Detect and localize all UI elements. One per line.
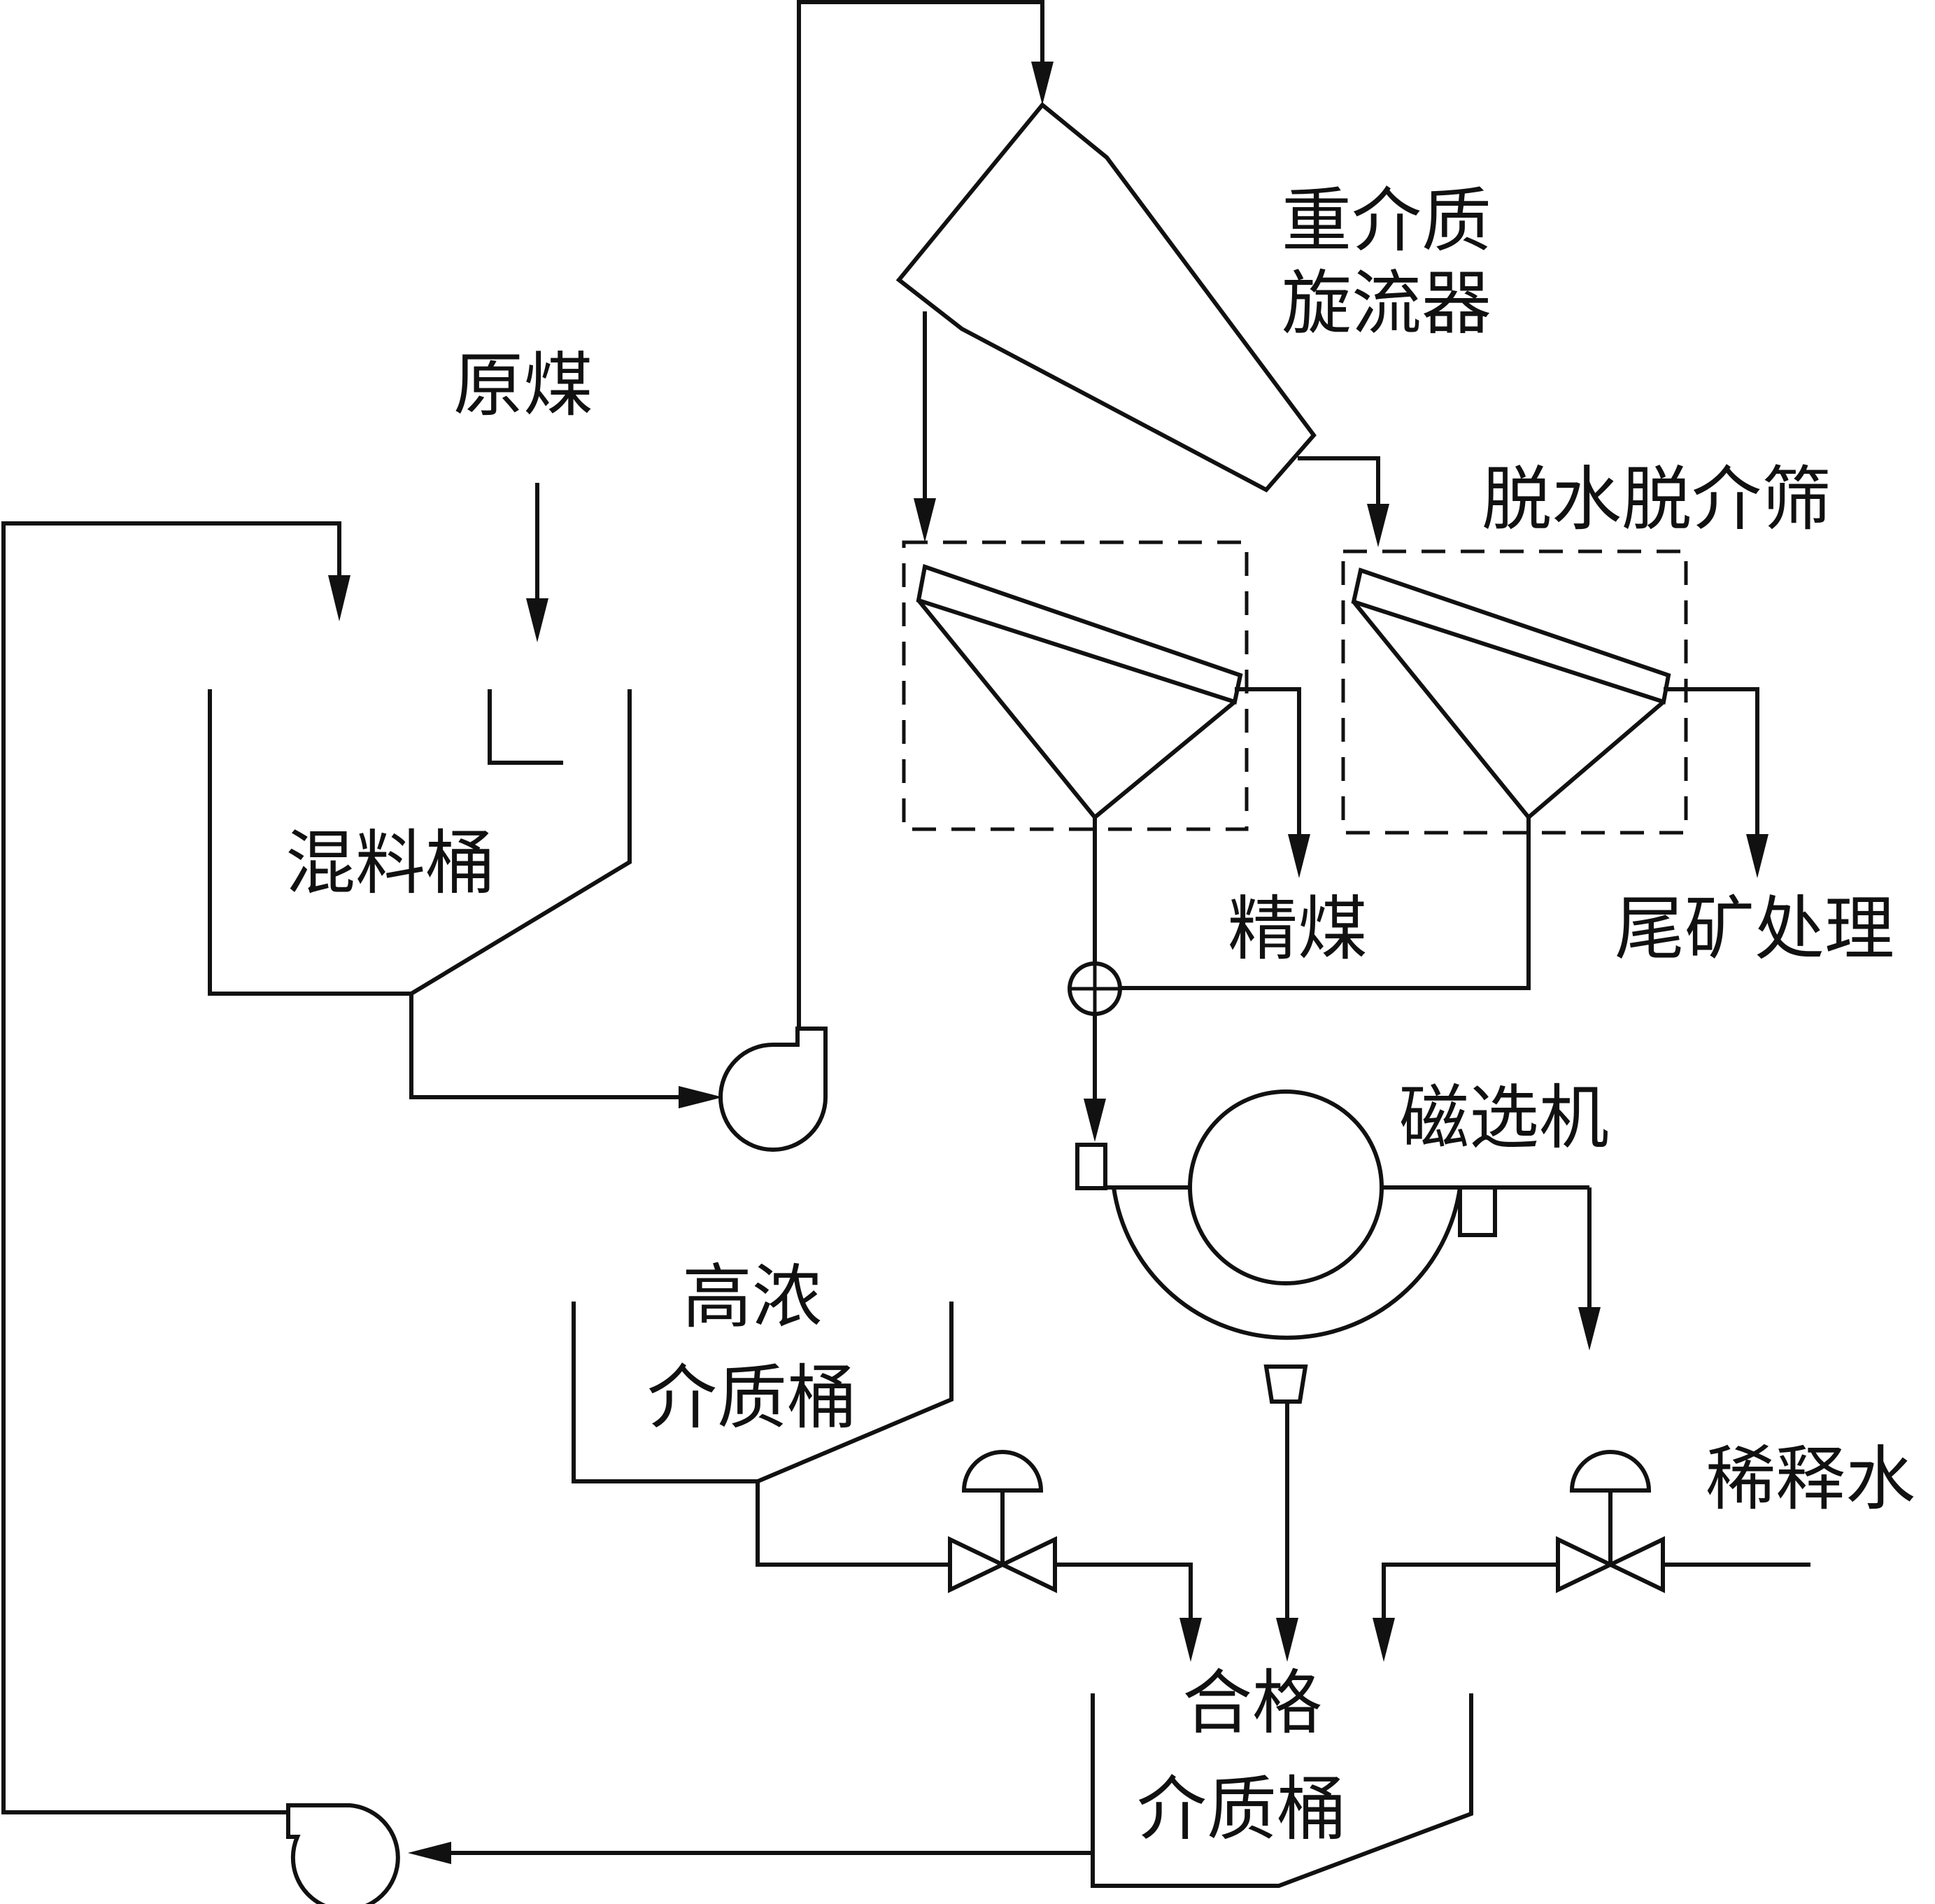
label-mixing-bucket: 混料桶	[285, 822, 495, 904]
dewatering-screen-right	[1341, 549, 1688, 835]
separator-drum	[1188, 1089, 1384, 1285]
label-cyclone-line1: 重介质	[1282, 180, 1491, 262]
label-dewatering-screen: 脱水脱介筛	[1482, 458, 1831, 540]
label-high-conc-line1: 高浓	[682, 1256, 822, 1338]
separator-to-medium-line	[1276, 1402, 1298, 1662]
separator-inlet-box	[1075, 1143, 1107, 1190]
control-valve-right	[1556, 1450, 1665, 1593]
label-clean-coal: 精煤	[1228, 888, 1368, 970]
raw-coal-chute	[488, 689, 563, 765]
label-magnetic-separator: 磁选机	[1399, 1077, 1609, 1159]
label-cyclone-line2: 旋流器	[1282, 262, 1491, 344]
label-high-conc-line2: 介质桶	[647, 1357, 857, 1439]
qualified-to-pump-line	[408, 1842, 1093, 1864]
dewatering-screen-left	[902, 540, 1249, 831]
separator-outlet-box	[1458, 1185, 1497, 1237]
high-conc-feed-line	[756, 1481, 1202, 1662]
screen-underflow-lines	[1068, 817, 1531, 1142]
separator-tailings-line	[1578, 1187, 1601, 1351]
mixing-to-pump-line	[409, 994, 723, 1108]
raw-coal-arrow	[526, 483, 548, 642]
return-medium-line	[1, 521, 350, 1814]
dense-medium-cyclone	[895, 101, 1317, 493]
feed-pump	[718, 1027, 828, 1152]
clean-coal-line	[1235, 687, 1310, 878]
label-dilution-water: 稀释水	[1706, 1438, 1915, 1520]
tailings-line	[1664, 687, 1769, 878]
label-qualified-line1: 合格	[1182, 1662, 1322, 1744]
label-qualified-line2: 介质桶	[1137, 1768, 1347, 1850]
control-valve-left	[948, 1450, 1057, 1593]
cyclone-underflow-line	[1298, 456, 1389, 547]
label-raw-coal: 原煤	[453, 344, 593, 426]
label-tailings-treatment: 尾矿处理	[1615, 888, 1894, 970]
magnetic-separator	[1075, 1089, 1589, 1404]
pump-to-cyclone-line	[797, 0, 1054, 1029]
qualified-medium-bucket	[1091, 1693, 1473, 1888]
dilution-water-line	[1373, 1563, 1810, 1662]
cyclone-overflow-line	[914, 311, 936, 542]
return-pump	[286, 1803, 400, 1904]
separator-bottom-outlet	[1263, 1364, 1308, 1404]
